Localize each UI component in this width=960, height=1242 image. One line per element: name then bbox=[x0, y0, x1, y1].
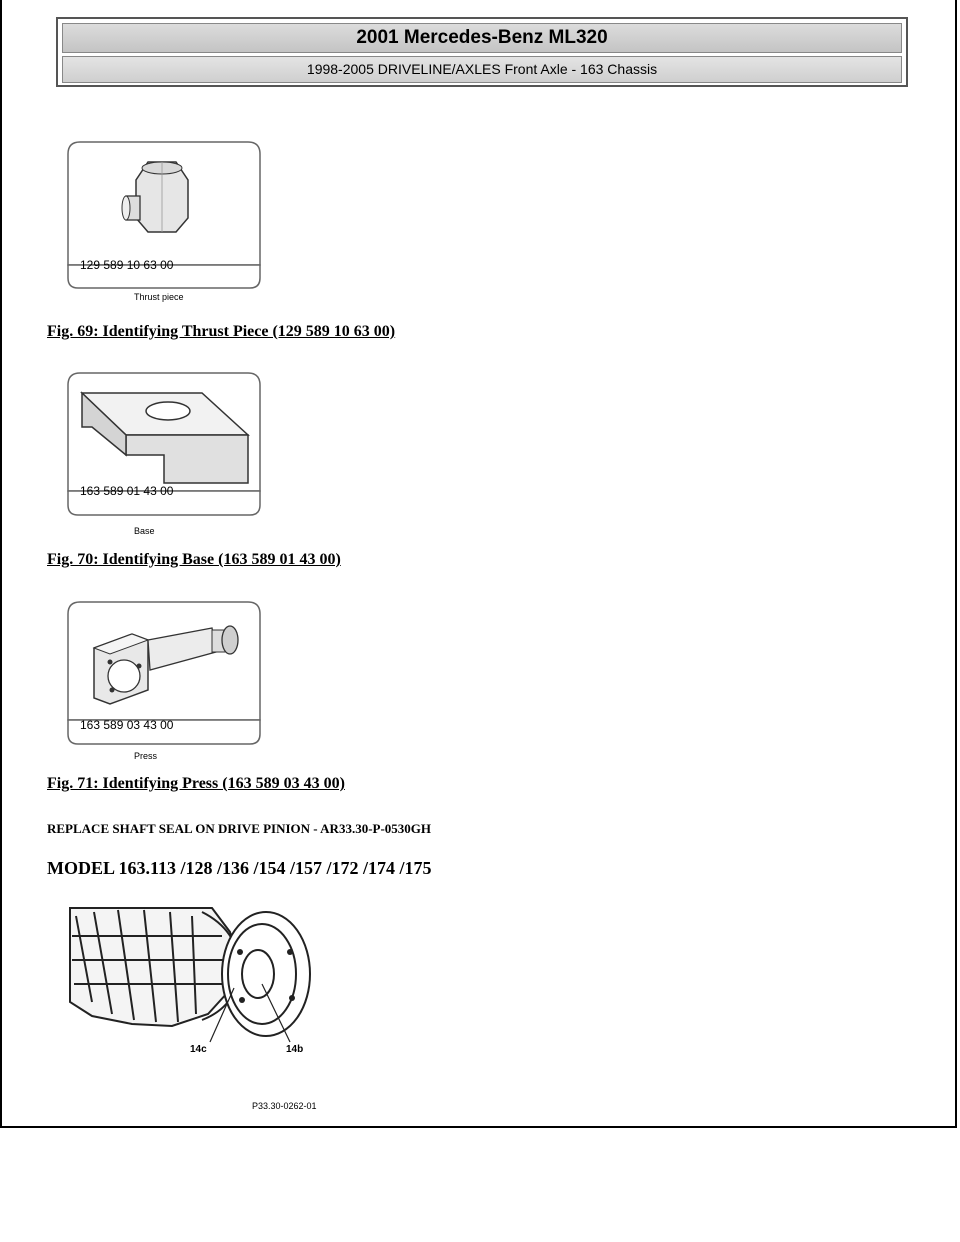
thrust-piece-figure: 129 589 10 63 00 Thrust piece bbox=[66, 140, 262, 305]
model-heading: MODEL 163.113 /128 /136 /154 /157 /172 /… bbox=[47, 858, 432, 878]
callout-label: 14c bbox=[190, 1044, 207, 1055]
base-illustration bbox=[67, 372, 261, 516]
figure-code: P33.30-0262-01 bbox=[252, 1101, 317, 1111]
tool-name-label: Base bbox=[134, 526, 155, 536]
base-figure: 163 589 01 43 00 Base bbox=[66, 371, 262, 536]
header-subtitle: 1998-2005 DRIVELINE/AXLES Front Axle - 1… bbox=[62, 56, 902, 83]
page-header: 2001 Mercedes-Benz ML320 1998-2005 DRIVE… bbox=[56, 17, 908, 87]
thrust-piece-illustration bbox=[67, 141, 261, 289]
figure-caption: Fig. 70: Identifying Base (163 589 01 43… bbox=[47, 551, 341, 568]
press-figure: 163 589 03 43 00 Press bbox=[66, 600, 262, 764]
part-number-label: 163 589 01 43 00 bbox=[80, 484, 174, 498]
callout-label: 14b bbox=[286, 1044, 304, 1055]
tool-name-label: Press bbox=[134, 751, 158, 761]
drive-pinion-illustration bbox=[69, 907, 311, 1043]
part-number-label: 163 589 03 43 00 bbox=[80, 718, 174, 732]
drive-pinion-figure: 14c 14b P33.30-0262-01 bbox=[62, 902, 342, 1118]
part-number-label: 129 589 10 63 00 bbox=[80, 258, 174, 272]
page-frame bbox=[0, 0, 957, 1128]
figure-caption: Fig. 69: Identifying Thrust Piece (129 5… bbox=[47, 323, 396, 340]
figure-caption: Fig. 71: Identifying Press (163 589 03 4… bbox=[47, 775, 345, 792]
press-illustration bbox=[67, 601, 261, 745]
header-title: 2001 Mercedes-Benz ML320 bbox=[62, 23, 902, 53]
tool-name-label: Thrust piece bbox=[134, 292, 184, 302]
procedure-title: REPLACE SHAFT SEAL ON DRIVE PINION - AR3… bbox=[47, 821, 432, 836]
